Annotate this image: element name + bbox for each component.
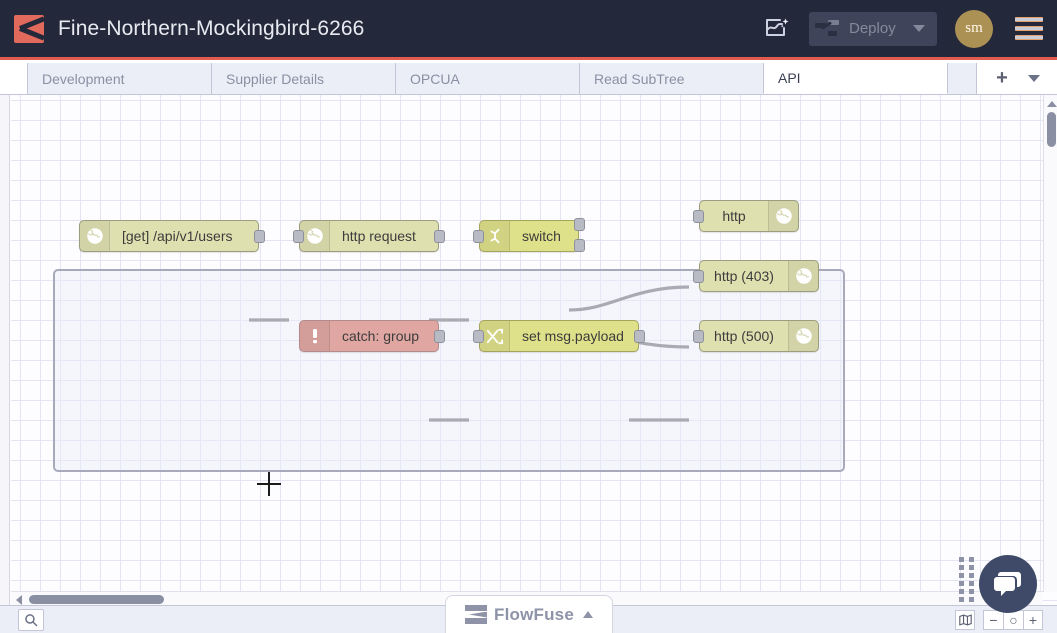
node-input-port[interactable]: [693, 270, 704, 283]
globe-icon: [788, 261, 818, 291]
node-http-response-403[interactable]: http (403): [693, 260, 819, 292]
node-output-port[interactable]: [634, 330, 645, 343]
node-group[interactable]: [53, 269, 845, 472]
flow-canvas[interactable]: [get] /api/v1/users http request: [11, 95, 1057, 605]
deploy-button[interactable]: Deploy: [809, 11, 937, 46]
node-label: http request: [342, 228, 416, 244]
tab-supplier-details[interactable]: Supplier Details: [211, 63, 396, 94]
flow-tab-bar: Development Supplier Details OPCUA Read …: [0, 63, 1057, 95]
globe-icon: [80, 221, 110, 251]
plus-icon[interactable]: +: [996, 67, 1008, 89]
node-output-port[interactable]: [434, 230, 445, 243]
node-input-port[interactable]: [693, 210, 704, 223]
node-label: http (500): [714, 328, 774, 344]
flow-workspace: [get] /api/v1/users http request: [0, 95, 1057, 605]
minimap-icon[interactable]: [955, 609, 975, 630]
deploy-label: Deploy: [849, 20, 896, 37]
node-output-port[interactable]: [434, 330, 445, 343]
canvas-view-controls: − ○ +: [955, 609, 1057, 630]
page-title: Fine-Northern-Mockingbird-6266: [58, 16, 365, 40]
switch-icon: [480, 221, 510, 251]
chat-bubble-icon[interactable]: [979, 555, 1037, 613]
node-input-port[interactable]: [293, 230, 304, 243]
header-actions: Deploy sm: [757, 9, 1057, 49]
node-label: catch: group: [342, 328, 420, 344]
zoom-controls: − ○ +: [983, 609, 1043, 630]
zoom-in-icon[interactable]: +: [1023, 609, 1043, 630]
flowfuse-logo-icon: [465, 605, 487, 624]
alert-icon: [300, 321, 330, 351]
node-input-port[interactable]: [473, 330, 484, 343]
ai-flow-generate-icon[interactable]: [757, 9, 797, 49]
tab-opcua[interactable]: OPCUA: [395, 63, 580, 94]
crosshair-cursor: [257, 472, 281, 496]
deploy-icon: [815, 19, 841, 39]
chevron-down-icon[interactable]: [1019, 63, 1049, 95]
node-label: set msg.payload: [522, 328, 624, 344]
flowfuse-logo-icon[interactable]: [14, 14, 44, 43]
change-icon: [480, 321, 510, 351]
hamburger-menu-icon[interactable]: [1015, 17, 1043, 40]
globe-icon: [300, 221, 330, 251]
node-http-in[interactable]: [get] /api/v1/users: [79, 220, 265, 252]
globe-icon: [788, 321, 818, 351]
tab-bar-actions: +: [976, 63, 1057, 94]
node-label: http: [722, 208, 746, 224]
vertical-scrollbar[interactable]: [1043, 95, 1057, 592]
node-label: switch: [522, 228, 561, 244]
flowfuse-widget[interactable]: FlowFuse: [445, 595, 613, 633]
tab-development[interactable]: Development: [27, 63, 212, 94]
node-output-port[interactable]: [254, 230, 265, 243]
horizontal-scrollbar-thumb[interactable]: [29, 595, 164, 604]
node-catch[interactable]: catch: group: [299, 320, 445, 352]
drag-dots-icon[interactable]: [959, 557, 975, 602]
palette-strip[interactable]: [0, 95, 10, 605]
node-input-port[interactable]: [473, 230, 484, 243]
node-output-port-2[interactable]: [574, 239, 585, 252]
node-http-response[interactable]: http: [693, 200, 799, 232]
tab-read-subtree[interactable]: Read SubTree: [579, 63, 764, 94]
chevron-up-icon[interactable]: [583, 611, 593, 618]
node-http-response-500[interactable]: http (500): [693, 320, 819, 352]
zoom-out-icon[interactable]: −: [983, 609, 1003, 630]
chevron-down-icon[interactable]: [913, 25, 925, 32]
tab-bar-gutter: [0, 63, 28, 94]
globe-icon: [768, 201, 798, 231]
scroll-up-arrow-icon[interactable]: [1047, 101, 1057, 107]
node-http-request[interactable]: http request: [293, 220, 445, 252]
node-label: [get] /api/v1/users: [122, 228, 233, 244]
node-label: http (403): [714, 268, 774, 284]
scroll-left-arrow-icon[interactable]: [16, 595, 22, 605]
flowfuse-label: FlowFuse: [494, 604, 574, 624]
tab-api[interactable]: API: [763, 63, 948, 94]
vertical-scrollbar-thumb[interactable]: [1047, 112, 1056, 147]
node-input-port[interactable]: [693, 330, 704, 343]
avatar[interactable]: sm: [955, 9, 993, 48]
app-header: Fine-Northern-Mockingbird-6266 Deploy sm: [0, 0, 1057, 60]
node-change[interactable]: set msg.payload: [473, 320, 645, 352]
node-output-port-1[interactable]: [574, 218, 585, 231]
node-switch[interactable]: switch: [473, 218, 585, 252]
search-icon[interactable]: [18, 608, 44, 631]
